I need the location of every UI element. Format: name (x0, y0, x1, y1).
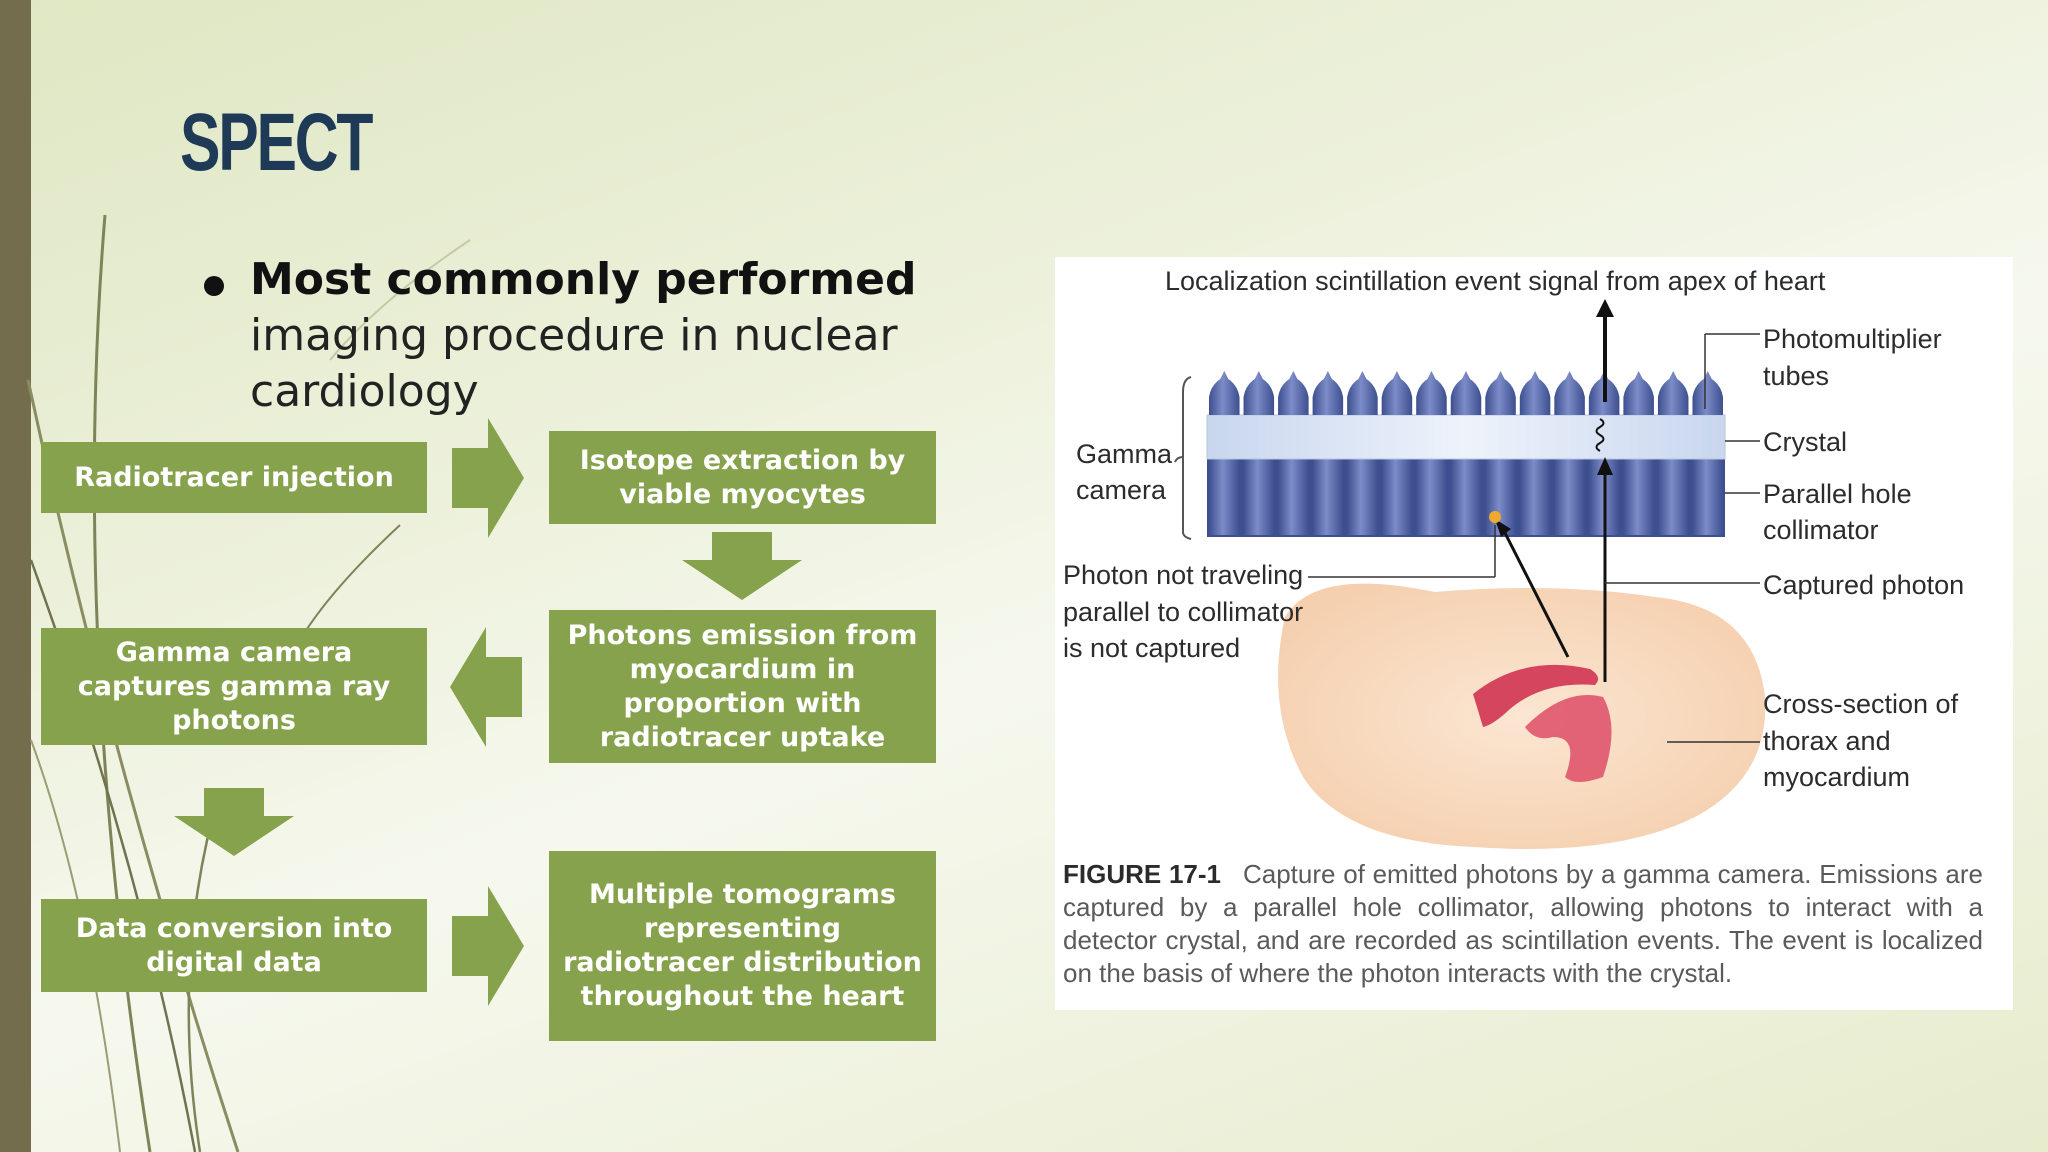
arrow-right-icon (452, 886, 524, 1006)
photomultiplier-tube (1554, 371, 1585, 415)
step-isotope-extraction: Isotope extraction by viable myocytes (549, 431, 936, 524)
collimator-label-line2: collimator (1763, 515, 1879, 545)
collimator-tube (1450, 459, 1482, 535)
thorax-label-line2: thorax and (1763, 726, 1891, 756)
photomultiplier-tube (1416, 371, 1447, 415)
collimator-tube (1347, 459, 1378, 535)
photomultiplier-tube (1519, 371, 1551, 415)
photomultiplier-tube (1278, 371, 1309, 415)
thorax-label-line1: Cross-section of (1763, 689, 1959, 719)
not-captured-label-line2: parallel to collimator (1063, 597, 1304, 627)
arrow-down-icon (682, 532, 802, 600)
pmt-label-line2: tubes (1763, 361, 1830, 391)
step-data-conversion: Data conversion into digital data (41, 899, 427, 992)
step-gamma-camera-capture: Gamma camera captures gamma ray photons (41, 628, 427, 745)
step-radiotracer-injection: Radiotracer injection (41, 442, 427, 513)
collimator-tube (1209, 459, 1240, 535)
photomultiplier-tube (1692, 371, 1723, 415)
left-accent-bar (0, 0, 31, 1152)
crystal-label: Crystal (1763, 427, 1848, 457)
collimator-tube (1381, 459, 1413, 535)
collimator-tube (1312, 459, 1344, 535)
myocardium-shape (1473, 664, 1599, 727)
bullet-text: Most commonly performed imaging procedur… (250, 252, 970, 420)
thorax-label-line3: myocardium (1763, 762, 1911, 792)
photomultiplier-tube (1657, 371, 1689, 415)
parallel-hole-collimator (1207, 457, 1725, 537)
top-signal-label: Localization scintillation event signal … (1165, 266, 1826, 296)
pmt-label-line1: Photomultiplier (1763, 324, 1942, 354)
bullet-bold-text: Most commonly performed (250, 254, 917, 305)
photomultiplier-tube (1623, 371, 1654, 415)
collimator-tube (1692, 459, 1723, 535)
gamma-camera-label-line1: Gamma (1076, 439, 1173, 469)
bullet-rest-text: imaging procedure in nuclear cardiology (250, 310, 898, 417)
collimator-tube (1278, 459, 1309, 535)
collimator-tube (1657, 459, 1689, 535)
photomultiplier-tubes (1209, 371, 1723, 415)
not-captured-label-line1: Photon not traveling (1063, 560, 1304, 590)
figure-number: FIGURE 17-1 (1063, 859, 1221, 889)
figure-caption-text: Capture of emitted photons by a gamma ca… (1063, 859, 1983, 988)
captured-photon-label: Captured photon (1763, 570, 1965, 600)
slide-title: SPECT (180, 97, 373, 188)
collimator-tube (1416, 459, 1447, 535)
collimator-tube (1623, 459, 1654, 535)
photomultiplier-tube (1485, 371, 1516, 415)
collimator-tube (1519, 459, 1551, 535)
arrow-down-icon (174, 788, 294, 856)
collimator-tube (1243, 459, 1275, 535)
photomultiplier-tube (1209, 371, 1240, 415)
arrow-right-icon (452, 418, 524, 538)
photomultiplier-tube (1312, 371, 1344, 415)
thorax-cross-section (1278, 583, 1766, 849)
gamma-camera-label-line2: camera (1076, 475, 1167, 505)
photomultiplier-tube (1381, 371, 1413, 415)
photomultiplier-tube (1347, 371, 1378, 415)
collimator-tube (1554, 459, 1585, 535)
step-photon-emission: Photons emission from myocardium in prop… (549, 610, 936, 763)
arrow-left-icon (450, 627, 522, 747)
collimator-tube (1485, 459, 1516, 535)
photomultiplier-tube (1243, 371, 1275, 415)
step-multiple-tomograms: Multiple tomograms representing radiotra… (549, 851, 936, 1041)
gamma-camera-illustration (1174, 299, 1766, 849)
detector-crystal (1206, 414, 1726, 460)
not-captured-label-line3: is not captured (1063, 633, 1241, 663)
photomultiplier-tube (1450, 371, 1482, 415)
bullet-dot (204, 276, 224, 296)
collimator-label-line1: Parallel hole (1763, 479, 1912, 509)
